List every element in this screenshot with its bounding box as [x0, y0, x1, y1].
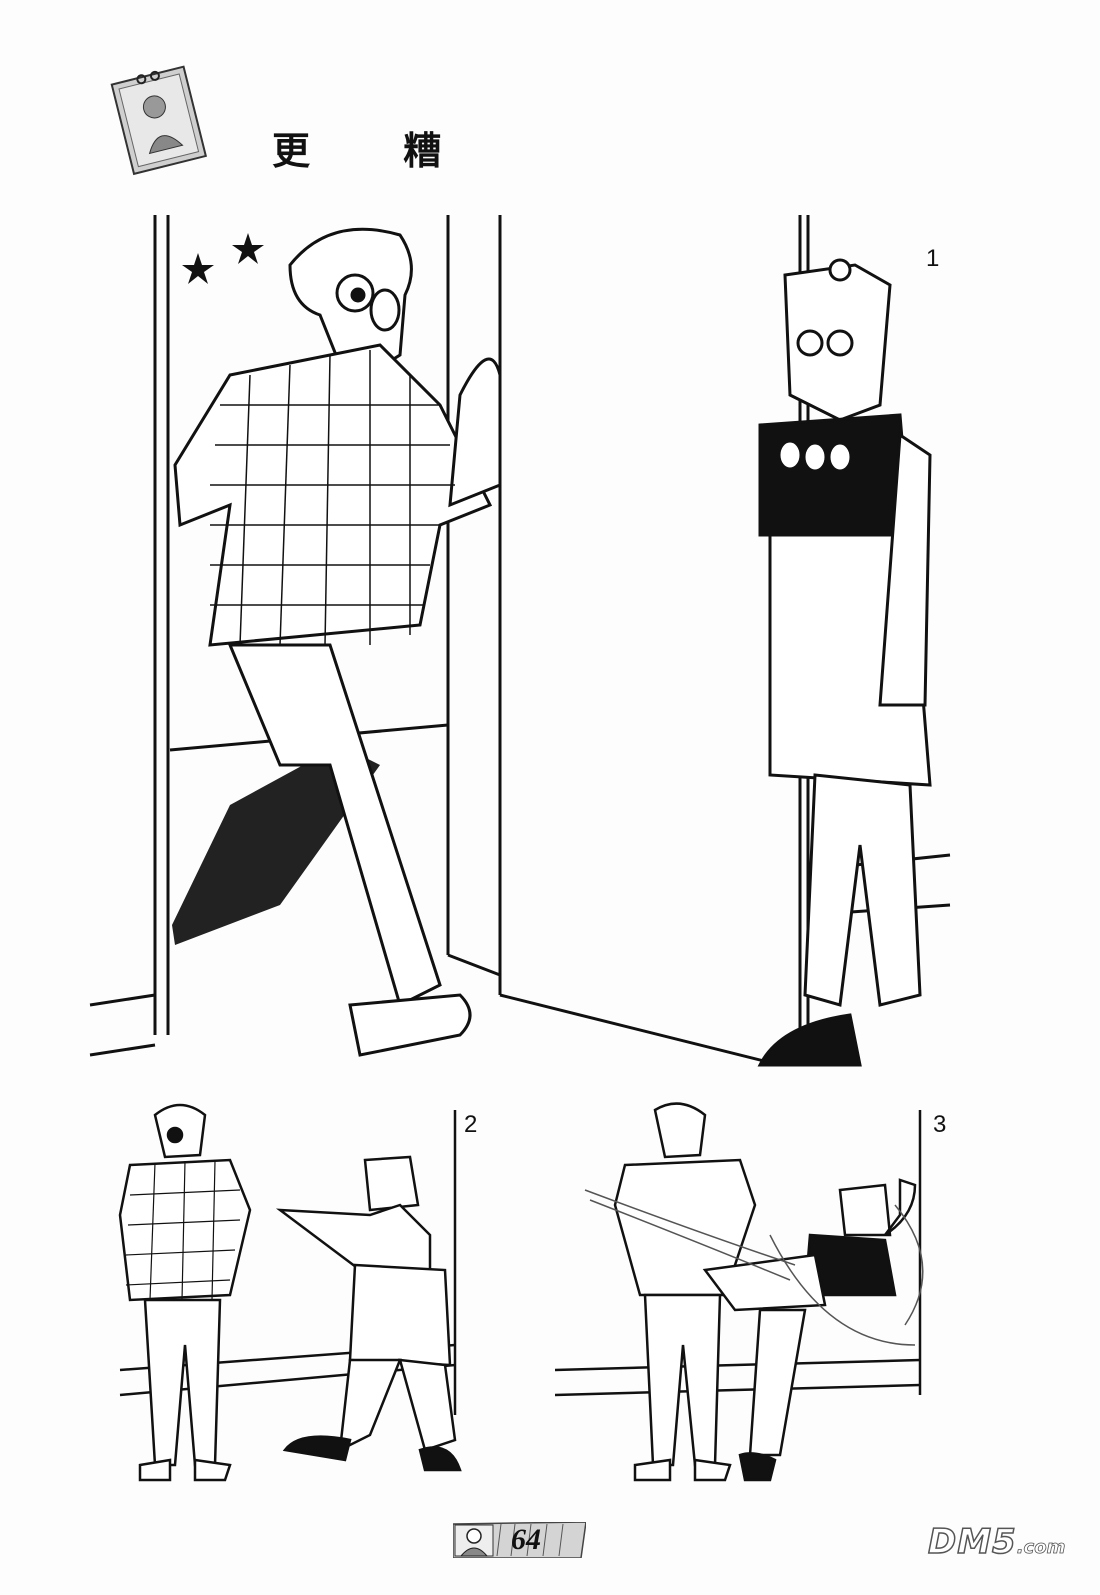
panel-number-1: 1	[926, 245, 940, 272]
panel-2-illustration	[118, 1103, 462, 1482]
panel-3-illustration	[555, 1102, 924, 1482]
comic-panel-1: 1	[80, 205, 980, 1085]
panel-number-2: 2	[464, 1111, 478, 1138]
watermark-brand: DM5	[927, 1521, 1017, 1563]
page-number-badge: 64	[452, 1521, 587, 1559]
comic-panel-2: 2	[100, 1095, 500, 1490]
calendar-icon	[108, 62, 212, 180]
watermark-logo: DM5.com	[927, 1521, 1066, 1563]
page-title: 更 糟	[272, 128, 482, 173]
character-portrait-icon	[452, 1521, 587, 1559]
watermark-suffix: .com	[1016, 1537, 1066, 1559]
page-number: 64	[511, 1523, 541, 1556]
panel-number-3: 3	[933, 1111, 947, 1138]
panel-1-illustration	[89, 215, 951, 1067]
comic-panel-3: 3	[555, 1095, 975, 1490]
